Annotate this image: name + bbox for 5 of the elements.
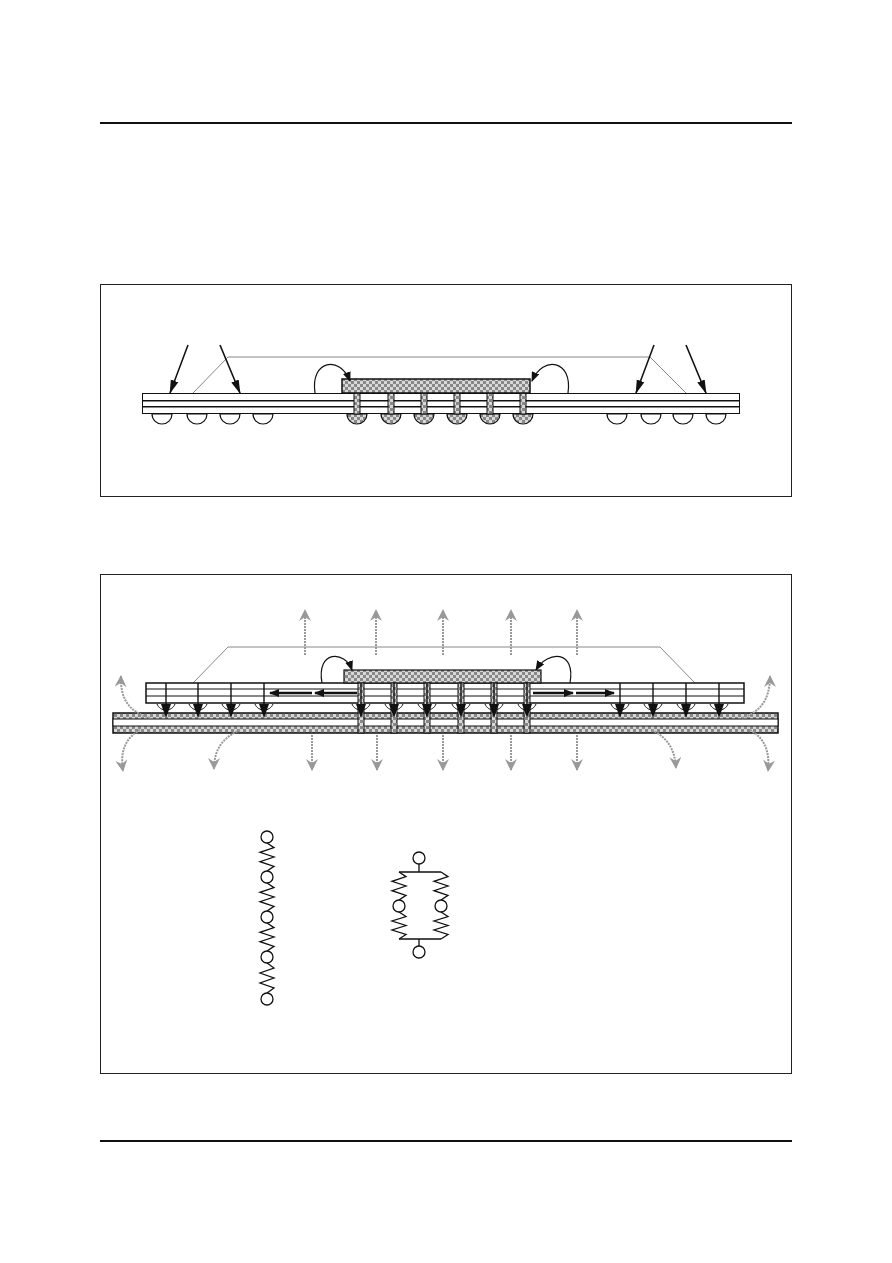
leader-arrow	[219, 344, 241, 394]
leader-arrow	[685, 344, 707, 394]
figure-frame	[100, 284, 792, 497]
leader-arrow	[169, 344, 189, 394]
leader-arrow	[635, 344, 655, 394]
